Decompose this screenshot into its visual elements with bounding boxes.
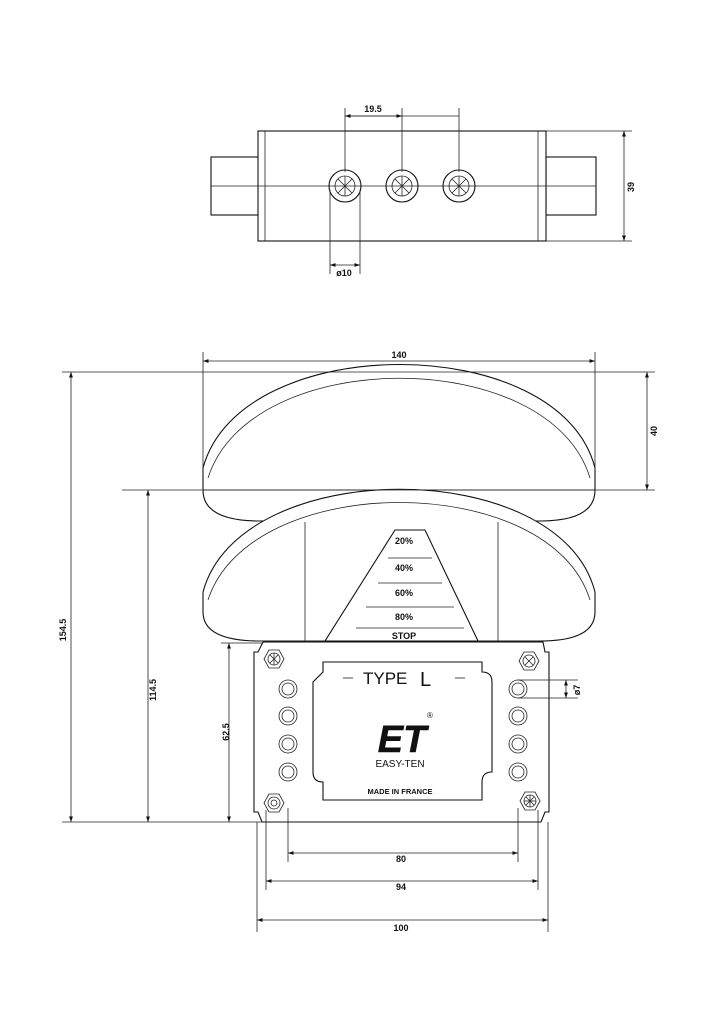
- corner-screw-tl: [263, 649, 285, 669]
- registered-mark: ®: [427, 711, 433, 720]
- dim-154-5: 154.5: [58, 619, 68, 642]
- base-plate: TYPE L ET ® EASY-TEN MADE IN FRANCE: [253, 641, 550, 823]
- screw-2: [385, 169, 419, 203]
- dim-39: 39: [626, 182, 636, 192]
- corner-screw-tr: [518, 651, 540, 671]
- upper-arc: [202, 364, 596, 522]
- type-word: TYPE: [363, 669, 407, 688]
- made-in-france: MADE IN FRANCE: [368, 787, 433, 796]
- type-letter: L: [420, 669, 431, 691]
- dim-114-5: 114.5: [148, 679, 158, 701]
- corner-screw-bl: [263, 793, 285, 813]
- dim-40: 40: [649, 426, 659, 436]
- dim-140: 140: [391, 350, 406, 360]
- dim-19-5: 19.5: [364, 104, 382, 114]
- gauge-stop: STOP: [392, 631, 416, 641]
- dim-80: 80: [396, 854, 406, 864]
- gauge-mark-80: 80%: [395, 612, 413, 622]
- mounting-holes-right: [508, 679, 528, 782]
- dim-hole: ø7: [572, 685, 582, 696]
- dim-94: 94: [396, 882, 406, 892]
- front-view: 20% 40% 60% 80% STOP: [58, 350, 659, 933]
- type-label: TYPE L ET ® EASY-TEN MADE IN FRANCE: [312, 661, 493, 801]
- dim-bore: ø10: [336, 268, 352, 278]
- gauge-window: 20% 40% 60% 80% STOP: [324, 529, 479, 642]
- corner-screw-br: [519, 791, 541, 811]
- gauge-mark-40: 40%: [395, 563, 413, 573]
- top-view: 19.5 39 ø10: [210, 104, 636, 278]
- mounting-holes-left: [278, 679, 298, 782]
- et-logo: ET: [378, 719, 429, 761]
- brand-name: EASY-TEN: [375, 759, 424, 770]
- gauge-mark-60: 60%: [395, 588, 413, 598]
- dim-100: 100: [393, 923, 408, 933]
- dim-62-5: 62.5: [221, 723, 231, 741]
- gauge-mark-20: 20%: [395, 536, 413, 546]
